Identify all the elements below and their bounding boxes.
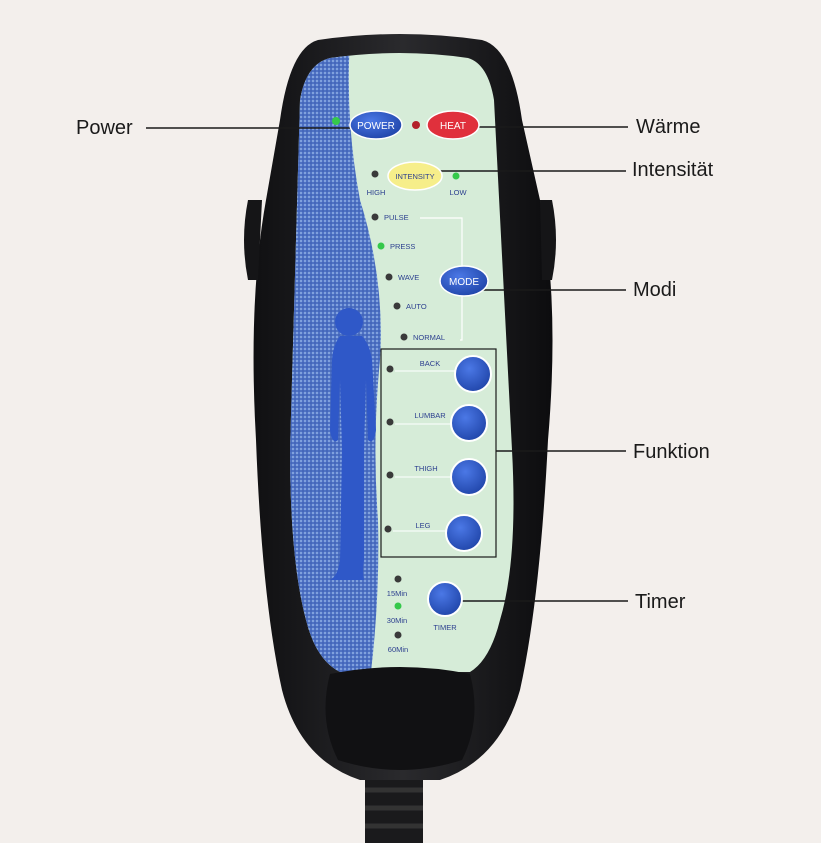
intensity-low-label: LOW: [449, 188, 467, 197]
callout-intensity: Intensität: [632, 159, 714, 181]
mode-press-label: PRESS: [390, 242, 415, 251]
timer-60-led: [394, 631, 402, 639]
zone-thigh: THIGH: [386, 464, 451, 479]
bottom-grip: [325, 667, 475, 770]
mode-auto-label: AUTO: [406, 302, 427, 311]
timer-options: 15Min 30Min 60Min: [387, 575, 408, 654]
timer-30-led: [394, 602, 402, 610]
zone-back-label: BACK: [420, 359, 440, 368]
zone-box: [380, 348, 497, 558]
timer-15-label: 15Min: [387, 589, 407, 598]
zone-leg-button[interactable]: [445, 514, 483, 552]
zone-back-button[interactable]: [454, 355, 492, 393]
mode-wave-led: [385, 273, 393, 281]
mode-press-led: [377, 242, 385, 250]
heat-button-label: HEAT: [440, 121, 466, 132]
intensity-button[interactable]: INTENSITY: [387, 161, 443, 191]
power-led: [332, 117, 340, 125]
mode-button[interactable]: MODE: [439, 265, 489, 297]
zone-back-led: [386, 365, 394, 373]
zone-thigh-button[interactable]: [450, 458, 488, 496]
callout-lines: [146, 126, 628, 602]
timer-button-label: TIMER: [433, 623, 457, 632]
callout-heat: Wärme: [636, 116, 701, 138]
zone-lumbar-label: LUMBAR: [414, 411, 446, 420]
mode-wave-label: WAVE: [398, 273, 419, 282]
zone-lumbar: LUMBAR: [386, 411, 451, 426]
zone-thigh-label: THIGH: [414, 464, 437, 473]
timer-30-label: 30Min: [387, 616, 407, 625]
zone-lumbar-led: [386, 418, 394, 426]
intensity-low-led: [452, 172, 460, 180]
timer-15-led: [394, 575, 402, 583]
intensity-button-label: INTENSITY: [395, 172, 434, 181]
power-button[interactable]: POWER: [349, 110, 403, 140]
mode-auto-led: [393, 302, 401, 310]
mode-pulse-label: PULSE: [384, 213, 409, 222]
intensity-high-led: [371, 170, 379, 178]
callout-power: Power: [76, 117, 133, 139]
mode-normal-led: [400, 333, 408, 341]
zone-leg-led: [384, 525, 392, 533]
mode-normal-label: NORMAL: [413, 333, 445, 342]
intensity-high-label: HIGH: [367, 188, 386, 197]
cable: [365, 770, 423, 843]
timer-button[interactable]: [427, 581, 463, 617]
callout-timer: Timer: [635, 591, 686, 613]
power-button-label: POWER: [357, 121, 395, 132]
mode-button-label: MODE: [449, 277, 479, 288]
callout-modes: Modi: [633, 279, 677, 301]
heat-led: [412, 121, 420, 129]
zone-lumbar-button[interactable]: [450, 404, 488, 442]
callout-function: Funktion: [633, 441, 710, 463]
zone-thigh-led: [386, 471, 394, 479]
heat-button[interactable]: HEAT: [426, 110, 480, 140]
mode-pulse-led: [371, 213, 379, 221]
zone-leg-label: LEG: [415, 521, 430, 530]
zone-leg: LEG: [384, 521, 446, 533]
mode-bracket: [420, 217, 463, 341]
body-silhouette-icon: [330, 308, 376, 580]
mode-list: PULSE PRESS WAVE AUTO NORMAL: [371, 213, 445, 342]
timer-60-label: 60Min: [388, 645, 408, 654]
zone-back: BACK: [386, 359, 458, 373]
